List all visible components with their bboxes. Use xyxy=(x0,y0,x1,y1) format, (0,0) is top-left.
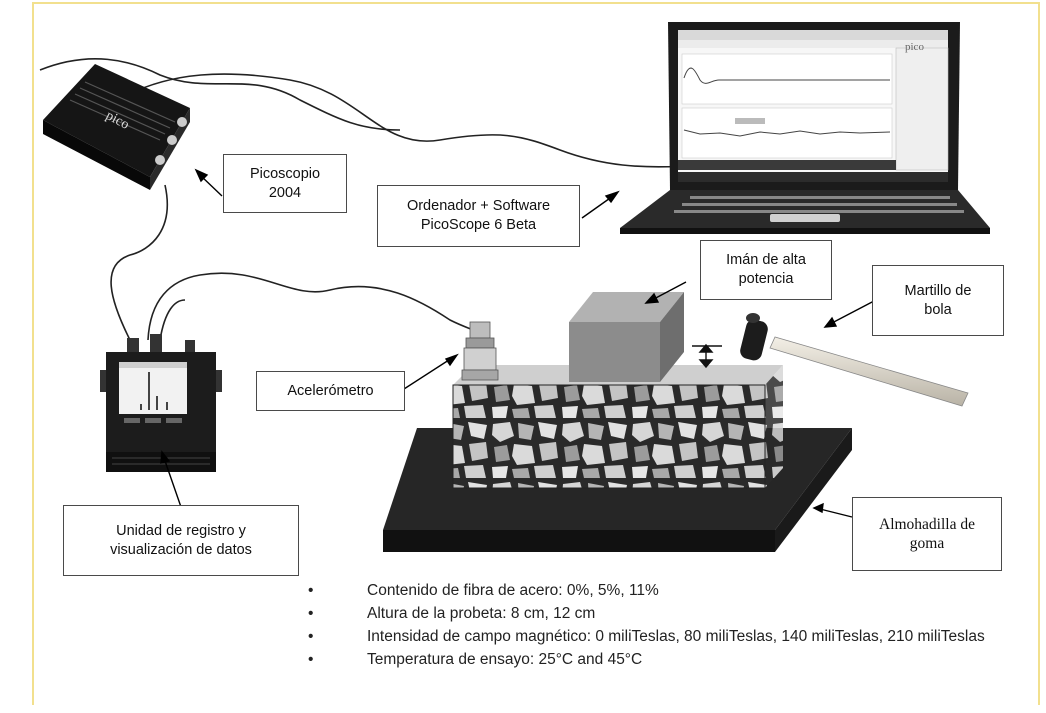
figure-frame xyxy=(32,2,1040,705)
label-iman: Imán de alta potencia xyxy=(700,240,832,300)
label-unidad: Unidad de registro y visualización de da… xyxy=(63,505,299,576)
cable-pico-top xyxy=(39,58,401,131)
accelerometer-sensor xyxy=(461,321,499,381)
label-picoscopio: Picoscopio 2004 xyxy=(223,154,347,213)
label-acelerometro: Acelerómetro xyxy=(256,371,405,411)
picoscope-device: pico xyxy=(43,64,190,190)
asphalt-specimen xyxy=(452,365,783,489)
magnet-block xyxy=(569,292,684,382)
parameter-item-altura: Altura de la probeta: 8 cm, 12 cm xyxy=(305,603,1040,624)
bnc-connector-icon xyxy=(167,135,177,145)
label-picoscopio-text: Picoscopio 2004 xyxy=(249,165,321,201)
label-almohadilla: Almohadilla de goma xyxy=(852,497,1002,571)
label-almohadilla-text: Almohadilla de goma xyxy=(879,516,975,552)
cables xyxy=(39,58,701,341)
ball-hammer xyxy=(740,313,969,407)
label-acelerometro-text: Acelerómetro xyxy=(287,382,374,399)
bnc-connector-icon xyxy=(177,117,187,127)
label-unidad-text: Unidad de registro y visualización de da… xyxy=(110,522,252,558)
label-martillo-text: Martillo de bola xyxy=(904,282,972,318)
cable-logger-right xyxy=(159,299,186,341)
label-ordenador: Ordenador + Software PicoScope 6 Beta xyxy=(377,185,580,247)
cable-pico-laptop xyxy=(117,73,701,168)
parameter-list: Contenido de fibra de acero: 0%, 5%, 11%… xyxy=(305,580,1040,672)
cable-logger-accel xyxy=(147,272,481,341)
label-ordenador-text: Ordenador + Software PicoScope 6 Beta xyxy=(406,198,551,233)
label-iman-text: Imán de alta potencia xyxy=(726,252,806,287)
parameter-item-campo: Intensidad de campo magnético: 0 miliTes… xyxy=(305,626,1040,647)
bnc-connector-icon xyxy=(155,155,165,165)
cable-pico-logger xyxy=(110,184,168,341)
laptop: pico xyxy=(620,22,990,234)
parameter-item-temperatura: Temperatura de ensayo: 25°C and 45°C xyxy=(305,649,1040,670)
callout-arrows xyxy=(160,168,875,518)
data-logger-unit xyxy=(100,334,222,472)
parameter-item-fibra: Contenido de fibra de acero: 0%, 5%, 11% xyxy=(305,580,1040,601)
label-martillo: Martillo de bola xyxy=(872,265,1004,336)
screen-brand-text: pico xyxy=(905,41,924,53)
height-marker xyxy=(692,343,722,369)
